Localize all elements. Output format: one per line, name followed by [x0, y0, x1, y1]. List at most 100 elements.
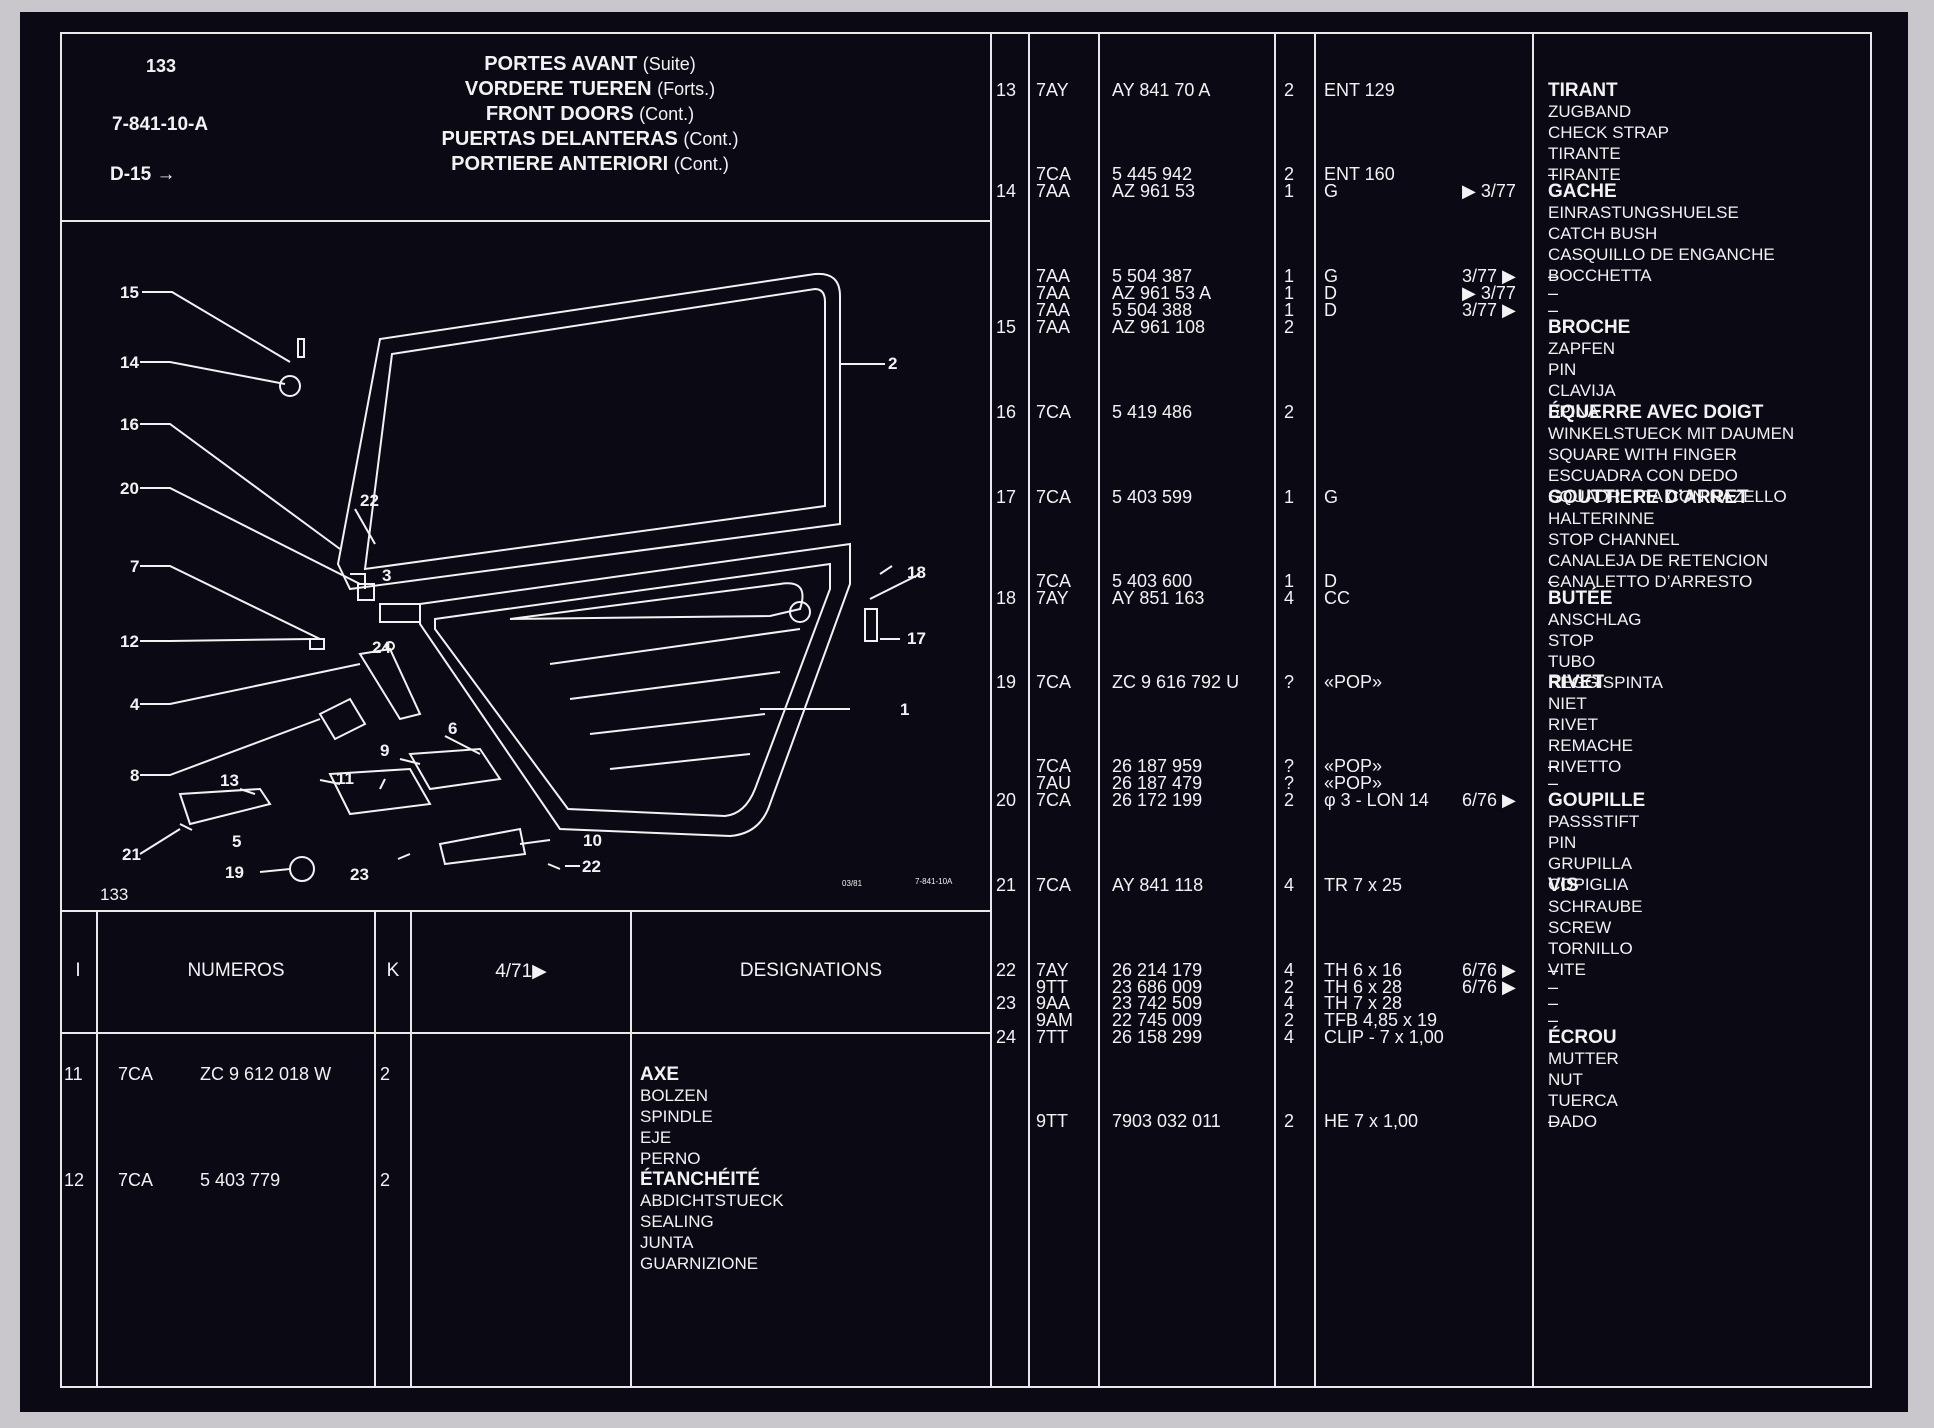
row-code: 9TT	[1036, 1111, 1069, 1131]
row-k: 2	[1284, 164, 1295, 184]
designation-translation: WINKELSTUECK MIT DAUMEN	[1548, 424, 1795, 443]
callout-6: 6	[448, 719, 457, 738]
row-code: 7AA	[1036, 181, 1071, 201]
designation-translation: SCREW	[1548, 918, 1612, 937]
designation-main: –	[1548, 266, 1559, 286]
row-k: ?	[1284, 672, 1295, 692]
designation-translation: TIRANTE	[1548, 144, 1621, 163]
designation-translation: CATCH BUSH	[1548, 224, 1658, 243]
callout-12: 12	[120, 632, 139, 651]
row-k: 4	[1284, 993, 1295, 1013]
row-number: 5 419 486	[1112, 402, 1193, 422]
row-number: 5 504 388	[1112, 300, 1193, 320]
cross-reference-link[interactable]: D-15 →	[110, 164, 176, 185]
callout-13: 13	[220, 771, 239, 790]
row-code: 7AU	[1036, 773, 1072, 793]
col-header-item: I	[75, 960, 81, 981]
row-spec: TH 6 x 28	[1324, 977, 1403, 997]
designation-translation: PASSSTIFT	[1548, 812, 1640, 831]
callout-24: 24	[372, 638, 391, 657]
row-date: 6/76 ▶	[1462, 790, 1516, 810]
row-spec: «POP»	[1324, 773, 1383, 793]
row-k: 4	[1284, 1027, 1295, 1047]
row-k: ?	[1284, 756, 1295, 776]
col-header-designations: DESIGNATIONS	[739, 960, 883, 981]
row-number: 26 187 959	[1112, 756, 1203, 776]
designation-translation: COPIGLIA	[1548, 875, 1629, 894]
designation-translation: CLAVIJA	[1548, 381, 1616, 400]
row-k: 2	[1284, 80, 1295, 100]
row-item: 18	[996, 588, 1017, 608]
designation-translation: STOP	[1548, 631, 1594, 650]
row-number: 26 187 479	[1112, 773, 1203, 793]
callout-22-bottom: 22	[582, 857, 601, 876]
row-date: 6/76 ▶	[1462, 977, 1516, 997]
row-item: 13	[996, 80, 1017, 100]
row-item: 14	[996, 181, 1017, 201]
row-code: 7CA	[1036, 487, 1072, 507]
designation-translation: RIVET	[1548, 715, 1599, 734]
title-it: PORTIERE ANTERIORI (Cont.)	[451, 153, 729, 175]
row-spec: «POP»	[1324, 756, 1383, 776]
designation-translation: SQUARE WITH FINGER	[1548, 445, 1737, 464]
exploded-door-diagram: 15 14 16 20 22 7 3 12 24 18 17 4 1 6 8 9…	[100, 272, 953, 904]
row-code: 7CA	[1036, 164, 1072, 184]
title-es: PUERTAS DELANTERAS (Cont.)	[441, 128, 739, 150]
callout-20: 20	[120, 479, 139, 498]
row-spec: CLIP - 7 x 1,00	[1324, 1027, 1444, 1047]
row-date: 3/77 ▶	[1462, 300, 1516, 320]
designation-main: TIRANT	[1548, 80, 1618, 101]
row-item: 21	[996, 875, 1017, 895]
row-item: 15	[996, 317, 1017, 337]
diagram-page-label: 133	[100, 885, 128, 904]
designation-main: –	[1548, 773, 1559, 793]
row-code: 7AA	[1036, 283, 1071, 303]
row-code: 7CA	[1036, 571, 1072, 591]
row-k: 4	[1284, 588, 1295, 608]
designation-main: ÉQUERRE AVEC DOIGT	[1548, 402, 1764, 423]
callout-8: 8	[130, 766, 139, 785]
callout-21: 21	[122, 845, 141, 864]
col-header-date: 4/71▶	[495, 961, 547, 982]
row-code: 7AA	[1036, 300, 1071, 320]
designation-translation: CHECK STRAP	[1548, 123, 1669, 142]
designation-main: –	[1548, 993, 1559, 1013]
diagram-ref-code: 7-841-10A	[915, 877, 953, 886]
designation-translation: TUERCA	[1548, 1091, 1618, 1110]
row-number: 26 214 179	[1112, 960, 1203, 980]
title-fr: PORTES AVANT (Suite)	[484, 53, 696, 75]
row-code: 9AA	[1036, 993, 1071, 1013]
callout-16: 16	[120, 415, 139, 434]
designation-main: –	[1548, 960, 1559, 980]
row-item: 24	[996, 1027, 1017, 1047]
row-spec: D	[1324, 283, 1337, 303]
row-item: 20	[996, 790, 1017, 810]
row-code: 7AY	[1036, 80, 1069, 100]
designation-translation: SQUADRETTA CON NAZELLO	[1548, 487, 1787, 506]
designation-translation: ZUGBAND	[1548, 102, 1632, 121]
designation-translation: TUBO	[1548, 652, 1596, 671]
row-number: AY 841 70 A	[1112, 80, 1211, 100]
row-spec: TH 7 x 28	[1324, 993, 1403, 1013]
callout-11: 11	[336, 769, 354, 788]
callout-23: 23	[350, 865, 369, 884]
row-item: 19	[996, 672, 1017, 692]
row-spec: ENT 160	[1324, 164, 1395, 184]
callout-14: 14	[120, 353, 139, 372]
callout-7: 7	[130, 557, 139, 576]
row-number: ZC 9 616 792 U	[1112, 672, 1240, 692]
designation-main: VIS	[1548, 875, 1579, 896]
page-frame	[60, 32, 1872, 1388]
page-number: 133	[146, 56, 177, 76]
row-k: ?	[1284, 773, 1295, 793]
row-code: 7AY	[1036, 588, 1069, 608]
row-k: 1	[1284, 283, 1295, 303]
designation-main: BUTÉE	[1548, 588, 1613, 609]
diagram-callouts: 15 14 16 20 22 7 3 12 24 18 17 4 1 6 8 9…	[100, 283, 953, 904]
designation-main: –	[1548, 1111, 1559, 1131]
designation-translation: VITE	[1548, 960, 1586, 979]
door-panel	[419, 542, 851, 838]
row-k: 2	[1284, 402, 1295, 422]
col-header-k: K	[386, 960, 400, 981]
row-k: 2	[1284, 790, 1295, 810]
